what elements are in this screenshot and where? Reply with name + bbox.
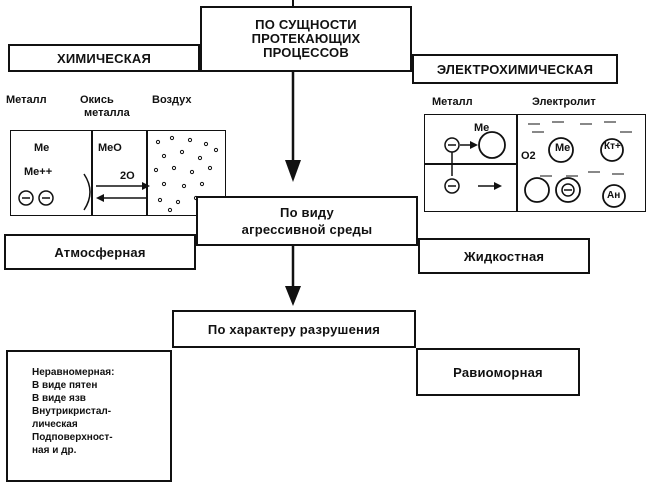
chemical-label: ХИМИЧЕСКАЯ — [56, 50, 152, 66]
chem-oxide-label-1: Окись — [80, 94, 114, 106]
electro-electrolyte-label: Электролит — [532, 96, 596, 108]
chem-divider-2 — [146, 131, 148, 215]
even-box: Равиоморная — [416, 348, 580, 396]
uneven-item-2: В виде пятен — [32, 380, 98, 391]
electrochemical-box: ЭЛЕКТРОХИМИЧЕСКАЯ — [412, 54, 618, 84]
electro-anion-label: Ан — [607, 190, 621, 201]
liquid-box: Жидкостная — [418, 238, 590, 274]
electro-o2-label: O2 — [521, 150, 536, 162]
chem-o2-label: 2O — [120, 170, 135, 182]
atmospheric-box: Атмосферная — [4, 234, 196, 270]
chem-me-label: Me — [34, 142, 50, 154]
electro-divider-h — [425, 163, 516, 165]
electrochemical-label: ЭЛЕКТРОХИМИЧЕСКАЯ — [436, 61, 594, 77]
classification-by-medium-box: По виду агрессивной среды — [196, 196, 418, 246]
classification-by-process-box: ПО СУЩНОСТИ ПРОТЕКАЮЩИХ ПРОЦЕССОВ — [200, 6, 412, 72]
electro-me-label: Me — [474, 122, 490, 134]
uneven-item-4: Внутрикристал- — [32, 406, 112, 417]
chem-divider-1 — [91, 131, 93, 215]
atmospheric-label: Атмосферная — [54, 244, 146, 260]
uneven-item-6: Подповерхност- — [32, 432, 113, 443]
even-label: Равиоморная — [453, 364, 543, 380]
destruction-label: По характеру разрушения — [207, 321, 381, 337]
classification-by-destruction-box: По характеру разрушения — [172, 310, 416, 348]
medium-line-1: По виду — [280, 205, 334, 220]
chem-diagram-frame — [10, 130, 226, 216]
chem-meo-label: MeO — [98, 142, 122, 154]
uneven-item-7: ная и др. — [32, 445, 77, 456]
top-line-2: ПРОТЕКАЮЩИХ — [251, 31, 361, 46]
arrow-down-2 — [285, 286, 301, 306]
uneven-item-3: В виде язв — [32, 393, 86, 404]
chem-me-ion-label: Me++ — [24, 166, 53, 178]
top-line-3: ПРОЦЕССОВ — [263, 45, 349, 60]
uneven-item-1: Неравномерная: — [32, 367, 115, 378]
uneven-item-5: лическая — [32, 419, 78, 430]
medium-line-2: агрессивной среды — [241, 222, 373, 237]
chemical-box: ХИМИЧЕСКАЯ — [8, 44, 200, 72]
chem-metal-label: Металл — [6, 94, 47, 106]
uneven-box: Неравномерная: В виде пятен В виде язв В… — [6, 350, 172, 482]
electro-cation-label: Кт+ — [604, 141, 621, 152]
liquid-label: Жидкостная — [463, 248, 545, 264]
electro-metal-label: Металл — [432, 96, 473, 108]
chem-air-label: Воздух — [152, 94, 192, 106]
electro-divider-v — [516, 115, 518, 211]
chem-oxide-label-2: металла — [84, 107, 130, 119]
electro-me-circle-label: Me — [555, 142, 571, 154]
top-line-1: ПО СУЩНОСТИ — [255, 17, 357, 32]
arrow-down-1 — [285, 160, 301, 182]
